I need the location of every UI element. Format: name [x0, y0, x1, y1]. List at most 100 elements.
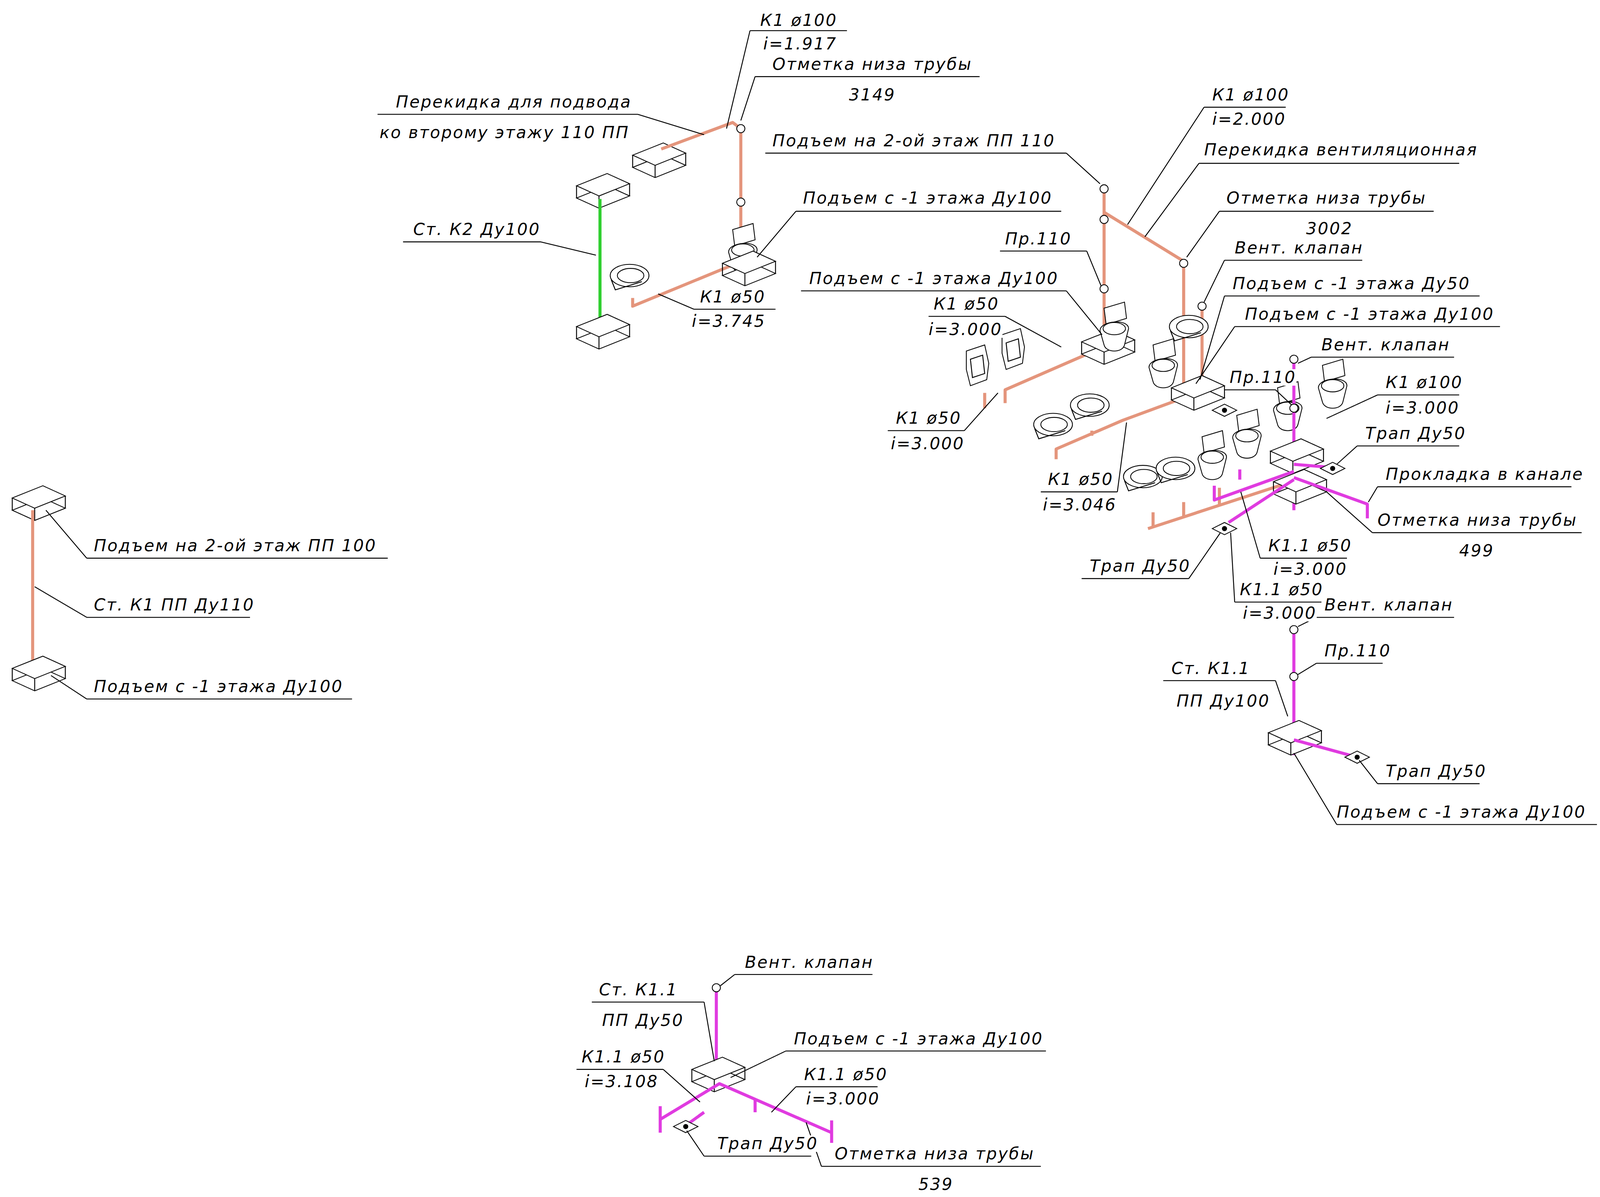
callout-label: i=3.108 — [584, 1073, 659, 1090]
leader-lines — [740, 76, 980, 121]
callout-label: Отметка низа трубы — [772, 56, 973, 73]
leader-lines — [1224, 389, 1293, 406]
callout-label: К1 ø50 — [1047, 471, 1114, 488]
pipe-k1-1-middle — [1270, 438, 1324, 474]
callout-label: К1.1 ø50 — [1239, 581, 1324, 598]
callout-label: Подъем с -1 этажа Ду100 — [809, 270, 1059, 287]
pipe-k1-middle — [1070, 393, 1110, 420]
pipe-k1-middle — [1100, 184, 1109, 194]
pipe-k1-middle — [1197, 430, 1227, 480]
callout-label: Вент. клапан — [1234, 239, 1364, 257]
callout-label: ПП Ду50 — [601, 1012, 684, 1029]
callout-label: i=3.000 — [1273, 561, 1348, 578]
pipe-k1-upper-left — [661, 122, 741, 243]
leader-lines — [45, 510, 388, 559]
callout-label: Вент. клапан — [1324, 596, 1454, 614]
riser-k1-1-right — [1268, 720, 1322, 755]
riser-k2 — [576, 314, 630, 349]
riser-k1-1-bottom — [660, 983, 832, 1143]
pipe-k1-middle — [1169, 315, 1209, 341]
pipe-k1-middle — [1033, 413, 1073, 439]
pipe-k1-1-middle — [1289, 355, 1298, 364]
pipe-k1-upper-left — [610, 264, 649, 290]
pipe-k1-1-middle — [1228, 479, 1294, 523]
callout-label: Прокладка в канале — [1385, 466, 1584, 483]
pipe-k1-middle — [1179, 259, 1188, 268]
leader-lines — [1297, 357, 1455, 364]
pipe-k1-middle — [1153, 487, 1220, 527]
leader-lines — [1297, 663, 1383, 675]
riser-k1-1-right — [1344, 750, 1370, 764]
riser-k1-left — [12, 485, 66, 691]
callout-label: Подъем на 2-ой этаж ПП 100 — [93, 537, 377, 554]
leader-lines — [1144, 163, 1460, 237]
leader-lines — [1326, 395, 1460, 419]
riser-k1-1-bottom — [673, 1120, 698, 1133]
callout-label: Отметка низа трубы — [834, 1145, 1035, 1163]
callout-label: ко второму этажу 110 ПП — [379, 124, 630, 141]
callout-label: Перекидка вентиляционная — [1204, 141, 1478, 159]
callout-label: К1.1 ø50 — [1268, 537, 1353, 554]
riser-k1-left — [12, 485, 66, 521]
leader-lines — [402, 242, 596, 256]
callout-label: К1.1 ø50 — [803, 1066, 888, 1083]
callout-label: Пр.110 — [1005, 230, 1072, 248]
callout-label: К1 ø50 — [895, 410, 962, 427]
callout-label: Подъем с -1 этажа Ду100 — [793, 1030, 1044, 1048]
leader-lines — [1081, 532, 1221, 579]
callout-label: 3149 — [849, 86, 896, 104]
callout-label: i=3.046 — [1042, 496, 1117, 514]
pipe-k1-1-middle — [1320, 462, 1345, 475]
leader-lines — [1127, 107, 1286, 225]
callout-label: К1 ø100 — [1385, 374, 1464, 391]
callout-label: Ст. К1.1 — [1171, 660, 1251, 677]
pipe-k1-middle — [1104, 212, 1184, 388]
leader-lines — [765, 153, 1101, 184]
callout-label: i=3.000 — [890, 435, 965, 452]
riser-k1-1-bottom — [712, 983, 721, 992]
callout-label: Вент. клапан — [745, 954, 874, 971]
riser-k2 — [576, 173, 630, 208]
pipe-k1-middle — [1090, 430, 1094, 436]
callout-label: Трап Ду50 — [717, 1135, 819, 1152]
callout-label: 539 — [918, 1176, 954, 1193]
leader-lines — [1163, 680, 1288, 717]
callout-label: К1.1 ø50 — [581, 1048, 666, 1066]
leader-lines — [1297, 617, 1455, 627]
callout-label: Трап Ду50 — [1385, 763, 1487, 780]
callout-label: К1 ø100 — [1212, 86, 1290, 104]
pipe-k1-middle — [966, 344, 989, 386]
riser-k2 — [576, 173, 630, 349]
pipe-k1-1-middle — [1293, 477, 1368, 519]
pipe-k1-middle — [1148, 338, 1178, 389]
callout-label: Пр.110 — [1229, 369, 1297, 386]
leader-lines — [1186, 211, 1434, 258]
callout-label: Трап Ду50 — [1089, 557, 1191, 575]
leader-lines — [1368, 486, 1572, 503]
leader-lines — [34, 30, 1597, 1167]
callout-label: Подъем с -1 этажа Ду100 — [93, 678, 344, 695]
callout-label: i=1.917 — [763, 35, 837, 53]
leader-lines — [720, 974, 873, 986]
leader-lines — [806, 1122, 1041, 1167]
callout-label: Отметка низа трубы — [1377, 512, 1578, 529]
pipe-k1-middle — [1273, 381, 1303, 431]
pipe-k1-middle — [1100, 302, 1129, 352]
callout-label: i=3.000 — [806, 1090, 881, 1108]
riser-k1-1-right — [1293, 739, 1358, 758]
riser-k1-left — [30, 510, 35, 666]
callout-label: Отметка низа трубы — [1226, 189, 1427, 207]
callout-label: i=2.000 — [1212, 111, 1287, 128]
callout-label: i=3.000 — [928, 321, 1003, 338]
leader-lines — [1040, 422, 1127, 493]
pipe-k1-middle — [1318, 359, 1347, 409]
pipe-k1-1-middle — [1238, 469, 1242, 480]
riser-k1-1-right — [1289, 625, 1298, 634]
pipe-k1-upper-left — [736, 198, 746, 207]
callout-label: Ст. К2 Ду100 — [413, 221, 541, 238]
callout-label: Подъем с -1 этажа Ду50 — [1232, 275, 1471, 292]
callout-label: Подъем на 2-ой этаж ПП 110 — [772, 132, 1056, 150]
leader-lines — [1336, 446, 1460, 465]
leader-lines — [887, 392, 999, 431]
